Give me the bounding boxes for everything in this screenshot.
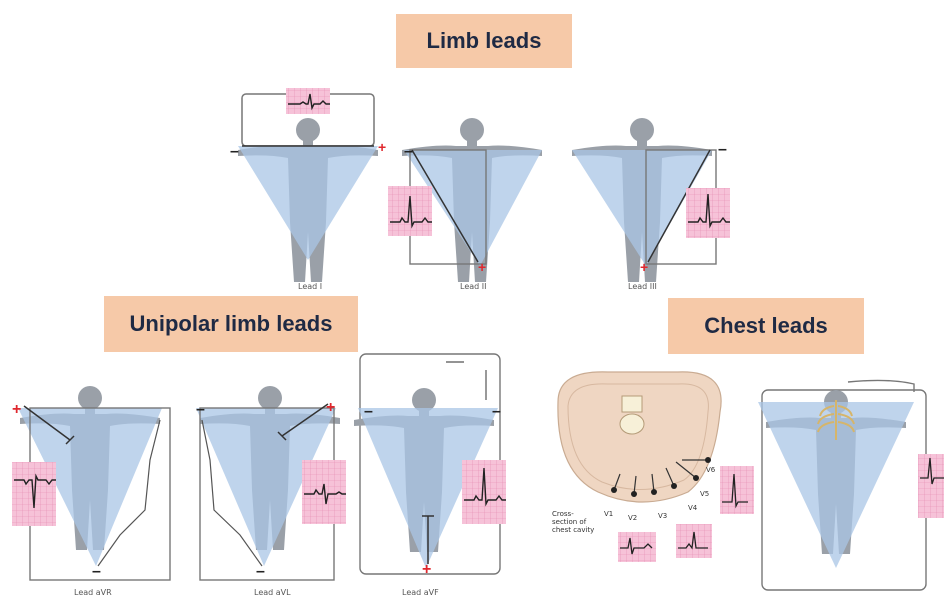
chest-lead-figure-panel [738, 362, 944, 598]
svg-text:+: + [378, 139, 386, 155]
banner-unipolar-limb-leads: Unipolar limb leads [104, 296, 358, 352]
chest-cross-section-caption: Cross-section of chest cavity [552, 510, 598, 534]
svg-text:–: – [230, 143, 239, 160]
svg-text:+: + [422, 561, 431, 578]
v5-label: V5 [700, 490, 709, 498]
lead-avl-panel: – + – [190, 360, 360, 580]
lead-avr-label: Lead aVR [74, 588, 112, 597]
lead-i-label: Lead I [298, 282, 322, 291]
v2-label: V2 [628, 514, 637, 522]
svg-text:+: + [640, 259, 648, 275]
ecg-strip-v-lower-right [676, 524, 712, 558]
v4-label: V4 [688, 504, 697, 512]
ecg-strip-lead-ii [388, 186, 432, 236]
svg-text:–: – [404, 143, 413, 160]
lead-i-panel: – + [228, 90, 398, 290]
svg-text:–: – [492, 403, 501, 420]
svg-text:–: – [718, 141, 727, 158]
v3-label: V3 [658, 512, 667, 520]
svg-text:–: – [196, 401, 205, 418]
svg-text:–: – [364, 403, 373, 420]
ecg-strip-lead-avr [12, 462, 56, 526]
lead-iii-label: Lead III [628, 282, 657, 291]
lead-iii-panel: – + [562, 110, 732, 280]
svg-text:+: + [326, 399, 335, 416]
lead-avr-panel: + – [10, 360, 180, 580]
svg-text:+: + [12, 401, 21, 418]
banner-chest-leads: Chest leads [668, 298, 864, 354]
banner-limb-leads: Limb leads [396, 14, 572, 68]
v6-label: V6 [706, 466, 715, 474]
lead-ii-panel: – + [392, 110, 552, 280]
svg-text:–: – [256, 563, 265, 580]
lead-avf-panel: – – + [346, 350, 516, 580]
lead-avf-label: Lead aVF [402, 588, 439, 597]
svg-text:+: + [478, 259, 486, 275]
lead-ii-label: Lead II [460, 282, 486, 291]
svg-text:–: – [92, 563, 101, 580]
lead-avl-label: Lead aVL [254, 588, 291, 597]
v1-label: V1 [604, 510, 613, 518]
